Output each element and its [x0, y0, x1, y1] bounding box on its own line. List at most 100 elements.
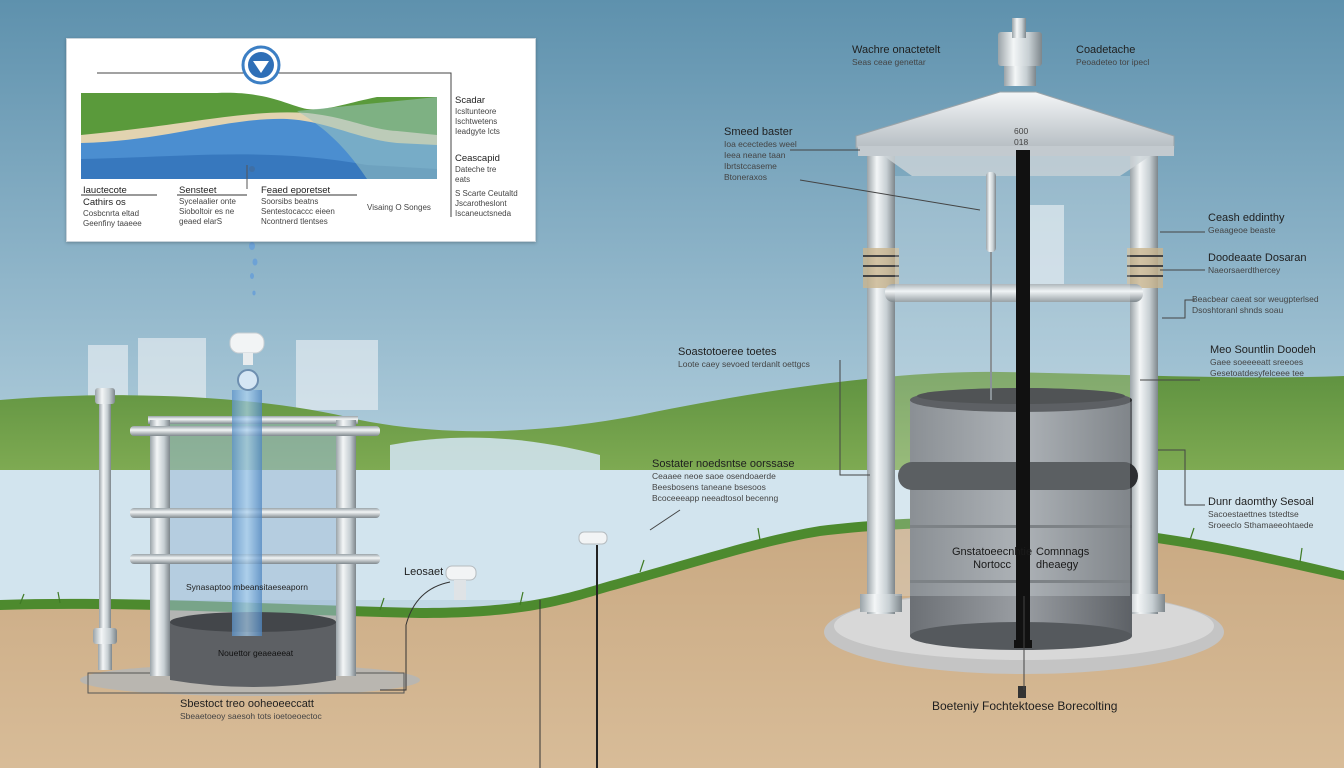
central-pipe — [1016, 150, 1030, 646]
label-top-right: Coadetache Peoadeteo tor ipecl — [1076, 44, 1149, 68]
label-meo-title: Meo Sountlin Doodeh — [1210, 344, 1316, 356]
inset-label-right-top-title: Scadar — [455, 95, 486, 106]
label-vessel-left-line-2: Nortocc — [973, 559, 1012, 571]
water-stream — [232, 390, 262, 636]
inset-label-col-1-title: Iauctecote — [83, 185, 127, 196]
label-sostatoree-line-1: Loote caey sevoed terdanlt oettgcs — [678, 359, 810, 369]
label-crash-line-1: Geaageoe beaste — [1208, 225, 1276, 235]
label-top-center-line-1: Seas ceae genettar — [852, 57, 926, 67]
inset-label-col-3-line-1: Soorsibs beatns — [261, 197, 319, 206]
inset-label-right-bottom: S Scarte Ceutaltd Jscarotheslont Iscaneu… — [455, 189, 518, 219]
leader-lines — [649, 149, 1205, 690]
inset-label-col-3: Feaed eporetset Soorsibs beatns Sentesto… — [261, 185, 335, 227]
label-sostater: Sostater noedsntse oorssase Ceaaee neoe … — [652, 458, 794, 504]
left-well — [80, 242, 420, 696]
inset-label-right-top-line-1: Icsltunteore — [455, 107, 497, 116]
label-vessel-right-line-2: dheaegy — [1036, 559, 1079, 571]
label-beadcar: Beacbear caeat sor weugpterlsed Dsoshtor… — [1192, 294, 1319, 316]
label-leoset-line-1: Leosaet — [404, 566, 444, 578]
grass-blades — [19, 527, 1303, 611]
label-dunr-line-1: Sacoestaettnes tstedtse — [1208, 509, 1299, 519]
label-smeed: Smeed baster Ioa ecectedes weel Ieea nea… — [724, 126, 797, 183]
inset-label-col-2: Sensteet Sycelaalier onte Sioboltoir es … — [179, 185, 236, 227]
label-left-tank-mid-line-1: Synasaptoo mbeansitaeseaporn — [186, 582, 308, 592]
label-crash-title: Ceash eddinthy — [1208, 212, 1285, 224]
level-sensor-middle — [539, 531, 608, 768]
label-sostater-title: Sostater noedsntse oorssase — [652, 458, 795, 470]
label-doodeante-title: Doodeaate Dosaran — [1208, 252, 1307, 264]
level-sensor-left — [380, 565, 477, 691]
label-sostater-line-1: Ceaaee neoe saoe osendoaerde — [652, 471, 776, 481]
inset-label-col-1-line-2: Geenfiny taaeee — [83, 219, 142, 228]
inset-label-right-top: Scadar Icsltunteore Ischtwetens Ieadgyte… — [455, 95, 500, 137]
label-meo: Meo Sountlin Doodeh Gaee soeeeeatt sreeo… — [1210, 344, 1316, 379]
label-beadcar-line-2: Dsoshtoranl shnds soau — [1192, 305, 1284, 315]
label-dunr-line-2: Sroeeclo Sthamaeeohtaede — [1208, 520, 1314, 530]
inset-label-right-mid: Ceascapid Dateche tre eats — [455, 153, 500, 185]
label-bottom-left-title: Sbestoct treo ooheoeeccatt — [180, 698, 314, 710]
label-dish-digits: 600 018 — [1014, 126, 1028, 148]
label-vessel-right: Comnnags dheaegy — [1036, 546, 1089, 572]
inset-label-right-bottom-line-2: Jscarotheslont — [455, 199, 507, 208]
inset-label-right-mid-title: Ceascapid — [455, 153, 500, 164]
label-bottom-right-line-1: Boeteniy Fochtektoese Borecolting — [932, 699, 1118, 713]
inset-label-col-3-title: Feaed eporetset — [261, 185, 331, 196]
label-smeed-line-4: Btoneraxos — [724, 172, 767, 182]
label-bottom-right: Boeteniy Fochtektoese Borecolting — [932, 700, 1117, 713]
label-dish-digits-line-1: 600 — [1014, 126, 1029, 136]
label-left-tank-base-line-1: Nouettor geaeaeeat — [218, 648, 294, 658]
label-meo-line-1: Gaee soeeeeatt sreeoes — [1210, 357, 1304, 367]
hill-gap — [390, 437, 600, 480]
inset-label-right-top-line-3: Ieadgyte lcts — [455, 127, 500, 136]
inset-label-col-4-line-1: Visaing O Songes — [367, 203, 431, 212]
label-top-center: Wachre onactetelt Seas ceae genettar — [852, 44, 940, 68]
inset-label-col-3-line-2: Sentestocaccc eieen — [261, 207, 335, 216]
inset-illustration — [81, 45, 452, 217]
label-smeed-line-2: Ieea neane taan — [724, 150, 786, 160]
inset-label-col-2-title: Sensteet — [179, 185, 217, 196]
label-smeed-line-1: Ioa ecectedes weel — [724, 139, 797, 149]
label-beadcar-line-1: Beacbear caeat sor weugpterlsed — [1192, 294, 1319, 304]
inset-label-right-top-line-2: Ischtwetens — [455, 117, 498, 126]
label-dunr: Dunr daomthy Sesoal Sacoestaettnes tsted… — [1208, 496, 1314, 531]
inset-label-col-3-line-3: Ncontnerd tlentses — [261, 217, 328, 226]
inset-cross-section-panel: Scadar Icsltunteore Ischtwetens Ieadgyte… — [66, 38, 536, 242]
label-smeed-title: Smeed baster — [724, 126, 793, 138]
label-top-right-line-1: Peoadeteo tor ipecl — [1076, 57, 1150, 67]
inset-label-col-1: Iauctecote Cathirs os Cosbcnrta eltad Ge… — [83, 185, 142, 229]
inset-label-col-2-line-3: geaed elarS — [179, 217, 223, 226]
inset-label-right-bottom-line-1: S Scarte Ceutaltd — [455, 189, 518, 198]
label-doodeante: Doodeaate Dosaran Naeorsaerdthercey — [1208, 252, 1306, 276]
label-crash: Ceash eddinthy Geaageoe beaste — [1208, 212, 1284, 236]
label-meo-line-2: Gesetoatdesyfelceee tee — [1210, 368, 1305, 378]
inset-label-right-bottom-line-3: Iscaneuctsneda — [455, 209, 512, 218]
label-vessel-left-line-1: Gnstatoeecnhtie — [952, 546, 1033, 558]
inset-label-col-2-line-2: Sioboltoir es ne — [179, 207, 235, 216]
inset-label-right-mid-line-1: Dateche tre — [455, 165, 497, 174]
label-leoset: Leosaet — [404, 566, 443, 579]
label-sostatoree: Soastotoeree toetes Loote caey sevoed te… — [678, 346, 810, 370]
label-sostatoree-title: Soastotoeree toetes — [678, 346, 777, 358]
label-dish-digits-line-2: 018 — [1014, 137, 1029, 147]
inset-label-col-2-line-1: Sycelaalier onte — [179, 197, 236, 206]
label-top-right-title: Coadetache — [1076, 44, 1136, 56]
label-vessel-left: Gnstatoeecnhtie Nortocc — [952, 546, 1032, 572]
label-dunr-title: Dunr daomthy Sesoal — [1208, 496, 1314, 508]
inset-label-col-1-sub: Cathirs os — [83, 197, 126, 208]
inset-label-col-1-line-1: Cosbcnrta eltad — [83, 209, 140, 218]
label-doodeante-line-1: Naeorsaerdthercey — [1208, 265, 1281, 275]
label-bottom-left: Sbestoct treo ooheoeeccatt Sbeaetoeoy sa… — [180, 698, 322, 722]
label-vessel-right-line-1: Comnnags — [1036, 546, 1090, 558]
label-sostater-line-2: Beesbosens taneane bsesoos — [652, 482, 766, 492]
label-smeed-line-3: Ibrtstccaseme — [724, 161, 777, 171]
inset-label-right-mid-line-2: eats — [455, 175, 471, 184]
grass-strip — [0, 517, 1344, 618]
label-left-tank-base: Nouettor geaeaeeat — [218, 648, 293, 659]
label-left-tank-mid: Synasaptoo mbeansitaeseaporn — [186, 582, 308, 593]
inset-label-col-4: Visaing O Songes — [367, 203, 431, 213]
right-well — [824, 18, 1224, 698]
label-top-center-title: Wachre onactetelt — [852, 44, 941, 56]
label-sostater-line-3: Bcoceeeapp neeadtosol becenng — [652, 493, 779, 503]
label-bottom-left-line-1: Sbeaetoeoy saesoh tots ioetoeoectoc — [180, 711, 322, 721]
